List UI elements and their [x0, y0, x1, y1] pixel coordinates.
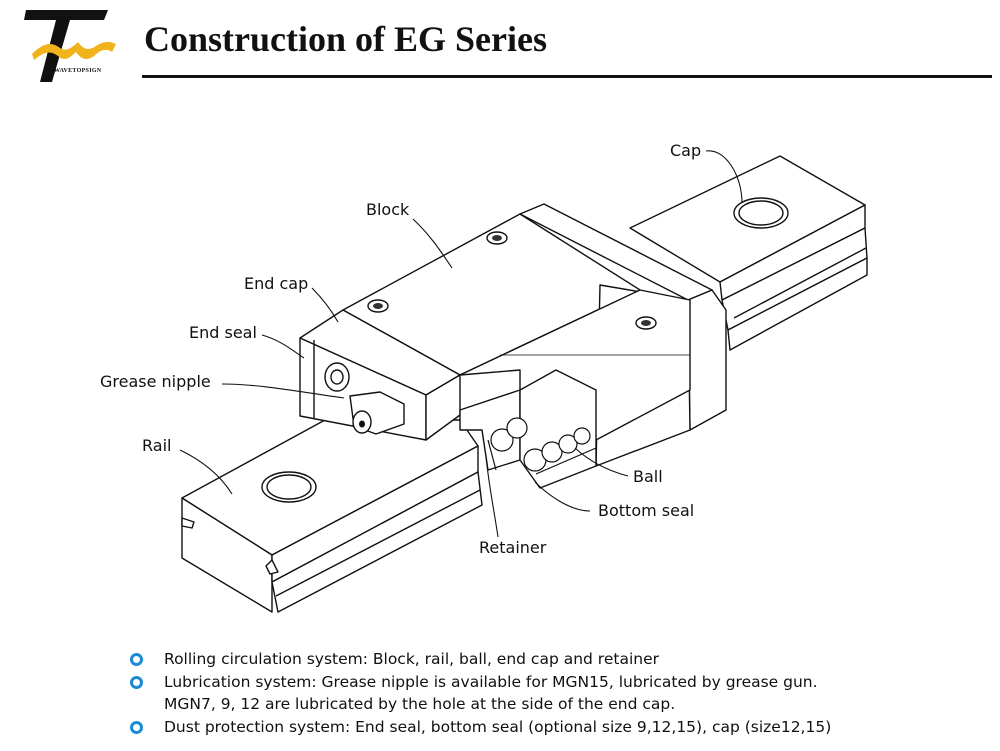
- page-title: Construction of EG Series: [144, 19, 547, 59]
- callout-bottom-seal: Bottom seal: [598, 501, 695, 520]
- callout-cap: Cap: [670, 141, 702, 160]
- construction-diagram: Cap Block End cap End seal Grease nipple…: [0, 90, 1000, 635]
- bullet-ring-icon: [130, 675, 143, 689]
- linear-guide-drawing: [179, 150, 868, 613]
- balls-drawing: [487, 417, 597, 475]
- feature-text-continued: MGN7, 9, 12 are lubricated by the hole a…: [164, 695, 676, 713]
- feature-list: Rolling circulation system: Block, rail,…: [130, 648, 990, 738]
- header: WAVETOPSIGN Construction of EG Series: [0, 0, 1000, 90]
- brand-logo: [24, 10, 116, 82]
- rail-far-segment: [629, 155, 868, 351]
- bullet-ring-icon: [130, 653, 143, 666]
- grease-nipple-drawing: [324, 362, 405, 435]
- feature-text: Lubrication system: Grease nipple is ava…: [164, 672, 818, 691]
- logo-text: WAVETOPSIGN: [54, 68, 102, 74]
- feature-text: Dust protection system: End seal, bottom…: [164, 717, 832, 736]
- leader-lines: [179, 150, 743, 538]
- feature-item: Rolling circulation system: Block, rail,…: [130, 648, 990, 671]
- bullet-ring-icon: [130, 720, 143, 734]
- callout-rail: Rail: [142, 436, 172, 455]
- rail-near-segment: [181, 419, 483, 613]
- callout-grease-nipple: Grease nipple: [100, 372, 211, 391]
- feature-item: Dust protection system: End seal, bottom…: [130, 716, 990, 739]
- callout-block: Block: [366, 200, 410, 219]
- feature-item: Lubrication system: Grease nipple is ava…: [130, 671, 990, 716]
- title-divider: [142, 75, 992, 78]
- callout-end-seal: End seal: [189, 323, 257, 342]
- callout-retainer: Retainer: [479, 538, 547, 557]
- block-body: [299, 203, 727, 489]
- feature-text: Rolling circulation system: Block, rail,…: [164, 650, 659, 668]
- callout-end-cap: End cap: [244, 274, 309, 293]
- callout-ball: Ball: [633, 467, 663, 486]
